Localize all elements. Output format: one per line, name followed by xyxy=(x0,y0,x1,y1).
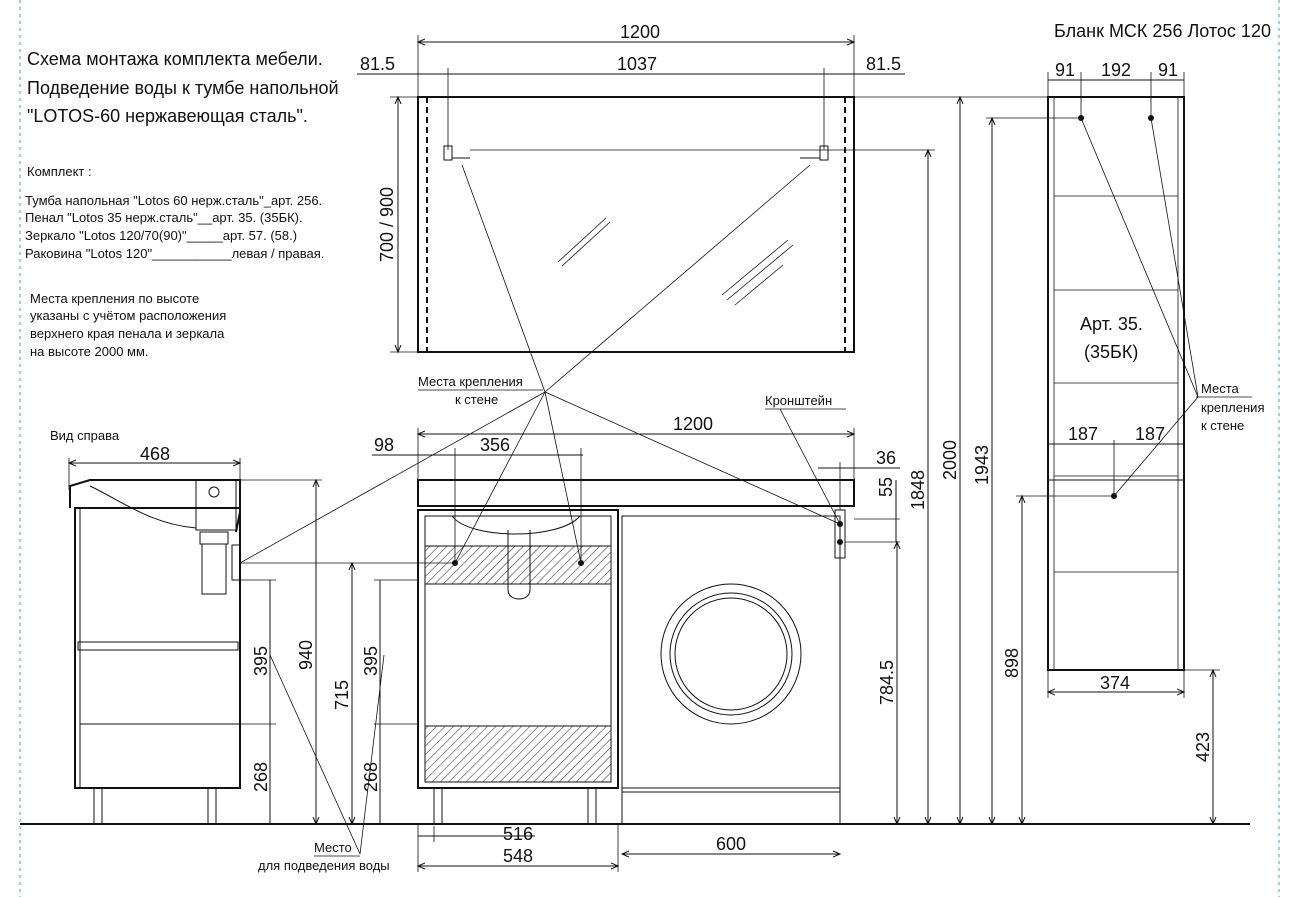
side-view-label: Вид справа xyxy=(50,428,120,443)
mount-note-3: верхнего края пенала и зеркала xyxy=(30,326,225,341)
washing-machine xyxy=(621,515,841,824)
mount-note-1: Места крепления по высоте xyxy=(30,291,199,306)
dim-bottom-516: 516 xyxy=(503,824,533,844)
wall-mounts-label-2: к стене xyxy=(455,392,498,407)
dim-front-395: 395 xyxy=(361,646,381,676)
pencil-cabinet xyxy=(1047,96,1185,671)
water-label-1: Место xyxy=(314,840,352,855)
title-line-3: "LOTOS-60 нержавеющая сталь". xyxy=(27,106,308,126)
dim-pencil-187-left: 187 xyxy=(1068,424,1098,444)
dim-mirror-offset-right: 81.5 xyxy=(866,54,901,74)
bracket-label: Кронштейн xyxy=(765,393,832,408)
dim-front-55: 55 xyxy=(876,477,896,497)
dim-front-1943: 1943 xyxy=(972,445,992,485)
dim-pencil-width: 374 xyxy=(1100,673,1130,693)
pencil-mounts-3: к стене xyxy=(1201,418,1244,433)
dim-side-395: 395 xyxy=(251,646,271,676)
mount-note-2: указаны с учётом расположения xyxy=(30,308,226,323)
dim-mirror-inner: 1037 xyxy=(617,54,657,74)
water-label-2: для подведения воды xyxy=(258,858,390,873)
dim-pencil-898: 898 xyxy=(1002,648,1022,678)
dim-pencil-91-right: 91 xyxy=(1158,60,1178,80)
pencil-mounts-1: Места xyxy=(1201,381,1240,396)
front-cabinet xyxy=(417,479,855,825)
kit-item-4: Раковина "Lotos 120"___________левая / п… xyxy=(25,246,324,261)
dim-front-268: 268 xyxy=(361,762,381,792)
pencil-mounts-2: крепления xyxy=(1201,400,1264,415)
mirror xyxy=(417,96,855,353)
side-view-cabinet xyxy=(69,479,241,825)
dim-mirror-offset-left: 81.5 xyxy=(360,54,395,74)
mount-note-4: на высоте 2000 мм. xyxy=(30,344,149,359)
dim-pencil-187-right: 187 xyxy=(1135,424,1165,444)
dim-front-784: 784.5 xyxy=(877,660,897,705)
kit-item-2: Пенал "Lotos 35 нерж.сталь"__арт. 35. (3… xyxy=(25,210,303,225)
dim-front-2000: 2000 xyxy=(940,440,960,480)
dim-bottom-548: 548 xyxy=(503,846,533,866)
pencil-article-2: (35БК) xyxy=(1084,342,1138,362)
dim-pencil-192: 192 xyxy=(1101,60,1131,80)
dim-front-356: 356 xyxy=(480,435,510,455)
dim-side-268: 268 xyxy=(251,762,271,792)
dim-mirror-width: 1200 xyxy=(620,22,660,42)
kit-item-3: Зеркало "Lotos 120/70(90)"_____арт. 57. … xyxy=(25,228,297,243)
pencil-article-1: Арт. 35. xyxy=(1080,314,1143,334)
title-line-2: Подведение воды к тумбе напольной xyxy=(27,78,339,98)
wall-mounts-label-1: Места крепления xyxy=(418,374,523,389)
dim-front-715: 715 xyxy=(332,680,352,710)
kit-heading: Комплект : xyxy=(27,164,92,179)
dim-front-width: 1200 xyxy=(673,414,713,434)
dim-pencil-91-left: 91 xyxy=(1055,60,1075,80)
title-line-1: Схема монтажа комплекта мебели. xyxy=(27,49,323,69)
dim-front-98: 98 xyxy=(374,435,394,455)
dim-front-36: 36 xyxy=(876,448,896,468)
dim-front-1848: 1848 xyxy=(908,470,928,510)
blank-label: Бланк МСК 256 Лотос 120 xyxy=(1054,21,1271,41)
dim-side-940: 940 xyxy=(296,640,316,670)
dim-side-depth: 468 xyxy=(140,444,170,464)
dim-bottom-600: 600 xyxy=(716,834,746,854)
kit-item-1: Тумба напольная "Lotos 60 нерж.сталь"_ар… xyxy=(25,193,322,208)
dim-mirror-height: 700 / 900 xyxy=(377,187,397,262)
wall-mount-leaders xyxy=(239,164,841,564)
dim-pencil-423: 423 xyxy=(1193,732,1213,762)
